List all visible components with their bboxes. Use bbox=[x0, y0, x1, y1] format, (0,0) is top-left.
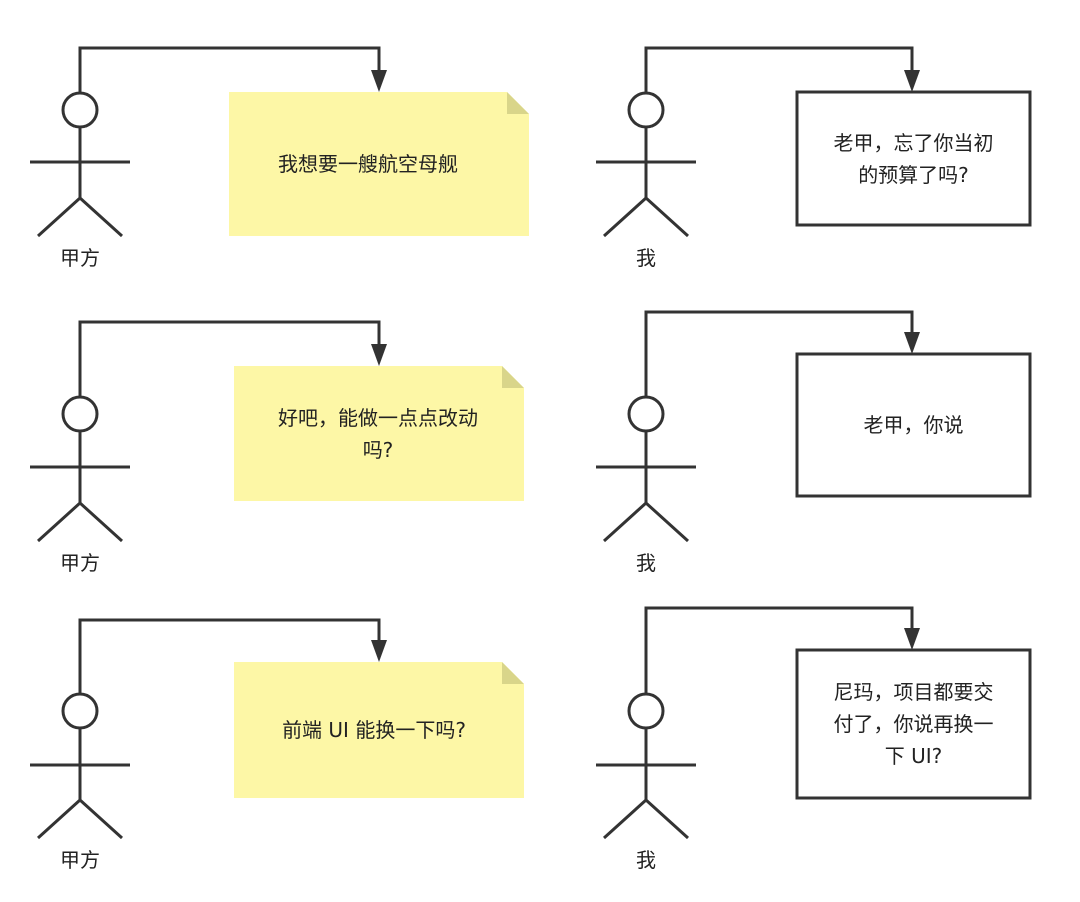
arrowhead-icon bbox=[371, 640, 387, 662]
panel-1-right: 我 bbox=[596, 46, 1032, 270]
arrowhead-icon bbox=[371, 70, 387, 92]
stick-figure-icon bbox=[30, 395, 130, 543]
panel-1-left: 甲方 bbox=[30, 46, 529, 270]
stick-figure-icon bbox=[596, 395, 696, 543]
arrowhead-icon bbox=[904, 70, 920, 92]
actor-label: 我 bbox=[636, 551, 656, 575]
message-arrow bbox=[644, 46, 914, 92]
panel-3-right: 我 bbox=[596, 606, 1032, 872]
box-text: 老甲，忘了你当初 的预算了吗? bbox=[833, 130, 994, 187]
speech-box bbox=[795, 352, 1032, 498]
note-fold-icon bbox=[507, 92, 529, 114]
sticky-note bbox=[229, 92, 529, 236]
panel-2-left: 甲方 bbox=[30, 320, 524, 575]
message-arrow bbox=[78, 618, 381, 694]
actor-label: 我 bbox=[636, 246, 656, 270]
box-text: 尼玛，项目都要交 付了，你说再换一 下 UI? bbox=[833, 680, 994, 768]
stick-figure-icon bbox=[596, 692, 696, 840]
sticky-note bbox=[234, 366, 524, 501]
panel-3-left: 甲方 bbox=[30, 618, 524, 872]
stick-figure-icon bbox=[596, 91, 696, 238]
arrowhead-icon bbox=[904, 332, 920, 354]
actor-label: 我 bbox=[636, 848, 656, 872]
note-fold-icon bbox=[502, 366, 524, 388]
arrowhead-icon bbox=[371, 344, 387, 366]
message-arrow bbox=[78, 320, 381, 396]
actor-label: 甲方 bbox=[60, 551, 100, 575]
sticky-note bbox=[234, 662, 524, 798]
note-text: 好吧，能做一点点改动 吗? bbox=[278, 405, 478, 462]
note-text: 前端 UI 能换一下吗? bbox=[282, 718, 466, 742]
note-text: 我想要一艘航空母舰 bbox=[278, 152, 458, 176]
message-arrow bbox=[644, 310, 914, 396]
speech-box bbox=[795, 648, 1032, 800]
arrowhead-icon bbox=[904, 628, 920, 650]
message-arrow bbox=[644, 606, 914, 694]
actor-label: 甲方 bbox=[60, 848, 100, 872]
speech-box bbox=[795, 90, 1032, 227]
stick-figure-icon bbox=[30, 692, 130, 840]
message-arrow bbox=[78, 46, 381, 92]
panel-2-right: 我 bbox=[596, 310, 1032, 575]
stick-figure-icon bbox=[30, 91, 130, 238]
box-text: 老甲，你说 bbox=[863, 413, 964, 437]
note-fold-icon bbox=[502, 662, 524, 684]
actor-label: 甲方 bbox=[60, 246, 100, 270]
